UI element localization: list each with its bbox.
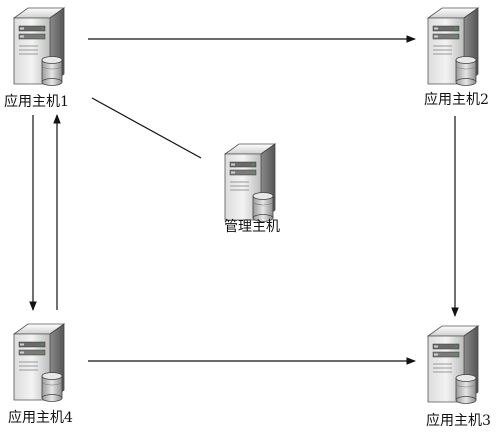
server-icon-app3 [426,325,480,404]
host-label-app1: 应用主机1 [4,94,69,110]
host-label-mgmt: 管理主机 [224,219,280,235]
hosts [12,7,480,404]
host-label-app3: 应用主机3 [426,413,491,429]
server-icon-app1 [12,7,66,86]
host-label-app4: 应用主机4 [8,410,73,426]
server-icon-app4 [12,323,66,402]
server-icon-mgmt [223,143,277,222]
server-icon-app2 [426,7,480,86]
edge-app1-to-mgmt [91,97,202,159]
host-label-app2: 应用主机2 [424,92,489,108]
connections [29,35,459,365]
